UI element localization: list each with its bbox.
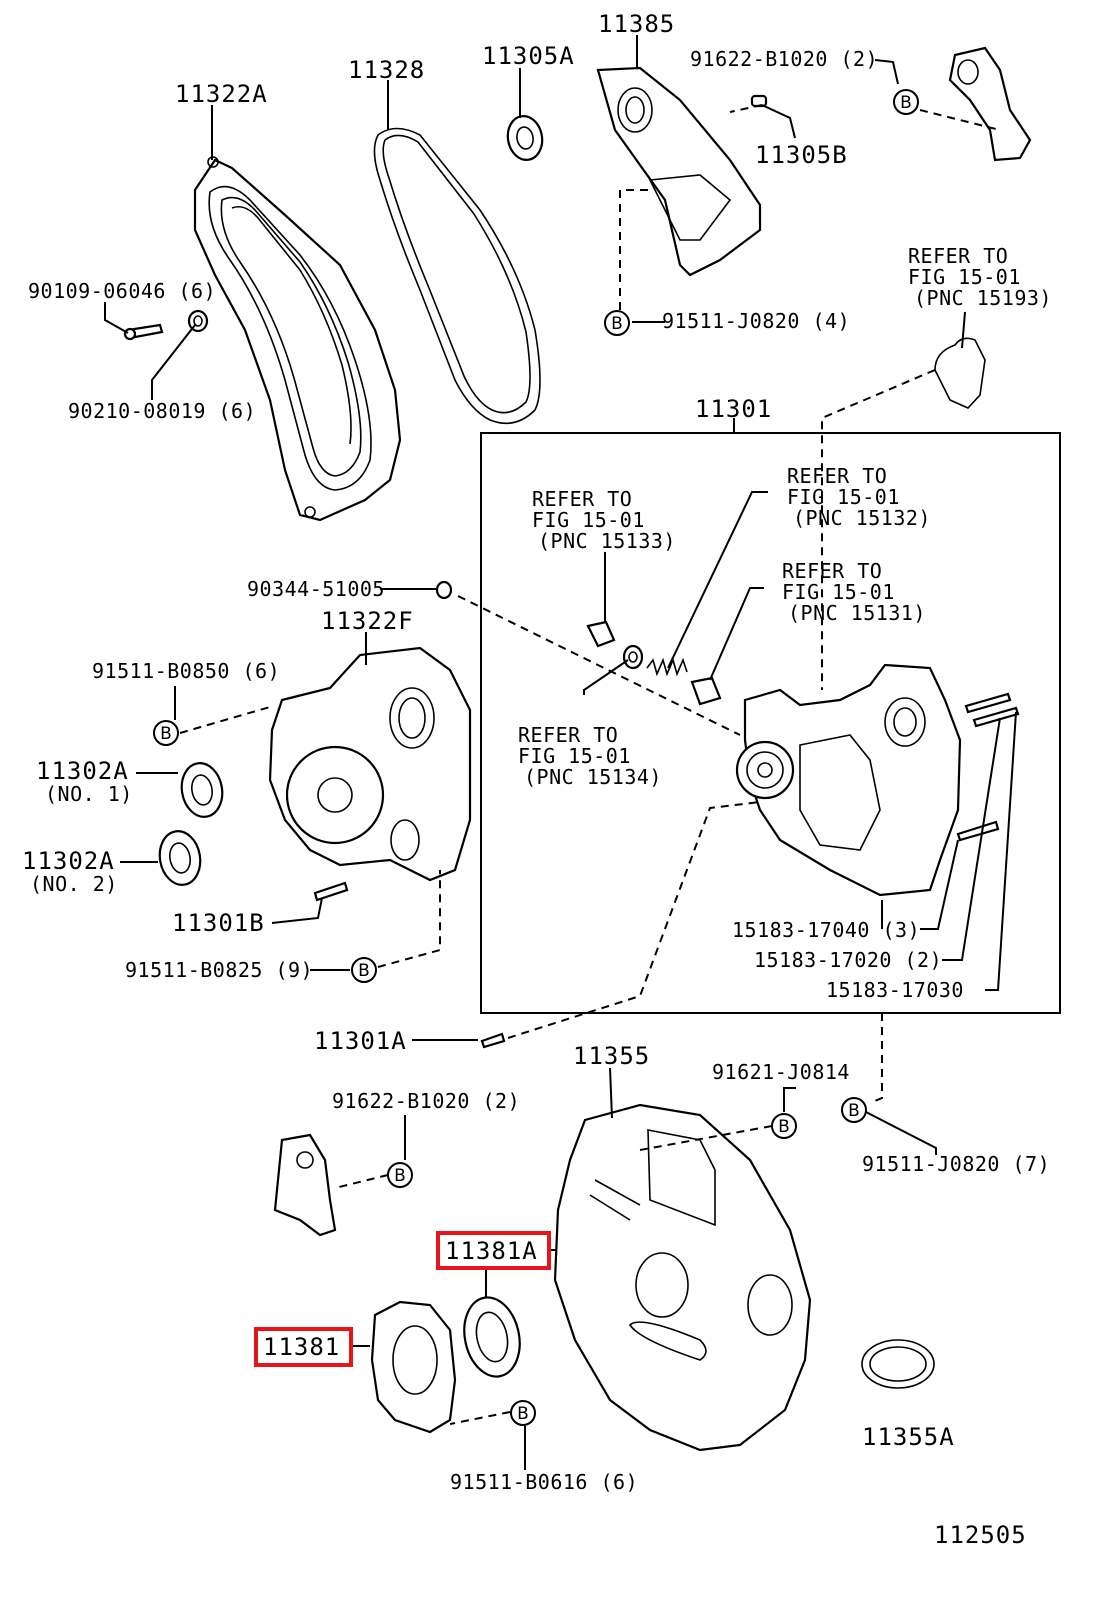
ref-pnc15132-line2: FIG 15-01 [787,485,900,509]
label-11302a-no2[interactable]: 11302A [22,847,115,875]
ref-pnc15193-line2: FIG 15-01 [908,265,1021,289]
oil-pump-housing-11301[interactable] [735,663,962,897]
label-11301[interactable]: 11301 [695,395,772,423]
seal-90344[interactable] [435,580,453,600]
oil-seal-11381a[interactable] [457,1292,526,1381]
svg-text:B: B [394,1166,406,1186]
label-91511-j0820-7[interactable]: 91511-J0820 (7) [862,1152,1050,1176]
dowel-11305b[interactable] [750,94,768,108]
dashed-reference-lines [179,104,1001,1425]
ref-pnc15134-line3[interactable]: (PNC 15134) [524,765,662,789]
cover-11322f[interactable] [268,646,472,882]
b-marker: B [387,1162,413,1188]
oil-seal-11302a-no2[interactable] [156,828,205,888]
highlight-11381 [254,1327,353,1367]
b-marker: B [893,89,919,115]
pin-11301a[interactable] [480,1032,506,1049]
svg-text:B: B [358,961,370,981]
label-11302a-no1[interactable]: 11302A [36,757,129,785]
ref-pnc15132-line1: REFER TO [787,464,887,488]
assembly-box-11301 [480,432,1061,1014]
label-11381[interactable]: 11381 [263,1333,340,1361]
label-15183-17020[interactable]: 15183-17020 (2) [754,948,942,972]
label-91621-j0814[interactable]: 91621-J0814 [712,1060,850,1084]
svg-text:B: B [517,1404,529,1424]
leader-lines [104,35,1017,1470]
svg-text:B: B [778,1117,790,1137]
bolt-90109[interactable] [123,323,164,341]
ref-pnc15193-line1: REFER TO [908,244,1008,268]
b-marker: B [771,1113,797,1139]
relief-valve-pnc15131[interactable] [690,676,722,706]
oil-seal-11305a[interactable] [504,113,545,162]
svg-text:B: B [160,724,172,744]
label-11322f[interactable]: 11322F [321,607,414,635]
b-marker: B [351,957,377,983]
label-11302a-no1-sub: (NO. 1) [45,782,133,806]
ref-pnc15133-line2: FIG 15-01 [532,508,645,532]
label-11385[interactable]: 11385 [598,10,675,38]
label-11302a-no2-sub: (NO. 2) [30,872,118,896]
svg-text:B: B [611,314,623,334]
label-11355a[interactable]: 11355A [862,1423,955,1451]
label-11301b[interactable]: 11301B [172,909,265,937]
engine-hanger-bracket[interactable] [948,46,1032,162]
label-11301a[interactable]: 11301A [314,1027,407,1055]
svg-text:B: B [900,93,912,113]
pin-11301b[interactable] [313,881,349,902]
label-11305a[interactable]: 11305A [482,42,575,70]
stud-15183-17020[interactable] [972,706,1020,728]
highlight-boxes [254,1231,551,1367]
label-91511-b0850[interactable]: 91511-B0850 (6) [92,659,280,683]
label-15183-17030[interactable]: 15183-17030 [826,978,964,1002]
ref-pnc15133-line1: REFER TO [532,487,632,511]
stud-15183-17040[interactable] [964,692,1012,714]
label-11322a[interactable]: 11322A [175,80,268,108]
label-91622-b1020-bottom[interactable]: 91622-B1020 (2) [332,1089,520,1113]
label-91511-j0820-4[interactable]: 91511-J0820 (4) [662,309,850,333]
gasket-11355a[interactable] [861,1339,935,1389]
ref-pnc15133-line3[interactable]: (PNC 15133) [538,529,676,553]
spring-pnc15132[interactable] [646,657,688,677]
label-11305b[interactable]: 11305B [755,141,848,169]
label-91511-b0825[interactable]: 91511-B0825 (9) [125,958,313,982]
stud-15183-17030[interactable] [956,820,1000,842]
label-91622-b1020-top[interactable]: 91622-B1020 (2) [690,47,878,71]
figure-id: 112505 [934,1521,1027,1549]
relief-plug-pnc15133[interactable] [586,620,616,648]
ref-pnc15131-line1: REFER TO [782,559,882,583]
oil-seal-11302a-no1[interactable] [178,760,227,820]
part-labels: 11385 11328 11305A 11322A 91622-B1020 (2… [22,10,1052,1549]
highlight-11381a [436,1231,551,1270]
label-11381a[interactable]: 11381A [445,1237,538,1265]
ref-pnc15131-line2: FIG 15-01 [782,580,895,604]
b-marker: B [604,310,630,336]
ref-pnc15132-line3[interactable]: (PNC 15132) [793,506,931,530]
label-11355[interactable]: 11355 [573,1042,650,1070]
label-11328[interactable]: 11328 [348,56,425,84]
b-markers: B B B B B B B B [153,89,919,1426]
washer-pnc15134[interactable] [622,644,644,670]
svg-text:B: B [848,1101,860,1121]
cover-11385[interactable] [596,66,762,277]
b-marker: B [510,1400,536,1426]
label-90210-08019[interactable]: 90210-08019 (6) [68,399,256,423]
seal-holder-11381[interactable] [370,1300,457,1434]
label-91511-b0616[interactable]: 91511-B0616 (6) [450,1470,638,1494]
b-marker: B [841,1097,867,1123]
label-90109-06046[interactable]: 90109-06046 (6) [28,279,216,303]
bracket-91622-bottom[interactable] [273,1133,337,1237]
end-plate-11355[interactable] [553,1103,812,1452]
gasket-pnc15193[interactable] [934,337,986,409]
timing-belt-11328[interactable] [373,127,541,425]
ref-pnc15134-line1: REFER TO [518,723,618,747]
label-15183-17040[interactable]: 15183-17040 (3) [732,918,920,942]
b-marker: B [153,720,179,746]
ref-pnc15131-line3[interactable]: (PNC 15131) [788,601,926,625]
ref-pnc15134-line2: FIG 15-01 [518,744,631,768]
timing-cover-11322a[interactable] [193,156,402,522]
ref-pnc15193-line3[interactable]: (PNC 15193) [914,286,1052,310]
label-90344-51005[interactable]: 90344-51005 [247,577,385,601]
